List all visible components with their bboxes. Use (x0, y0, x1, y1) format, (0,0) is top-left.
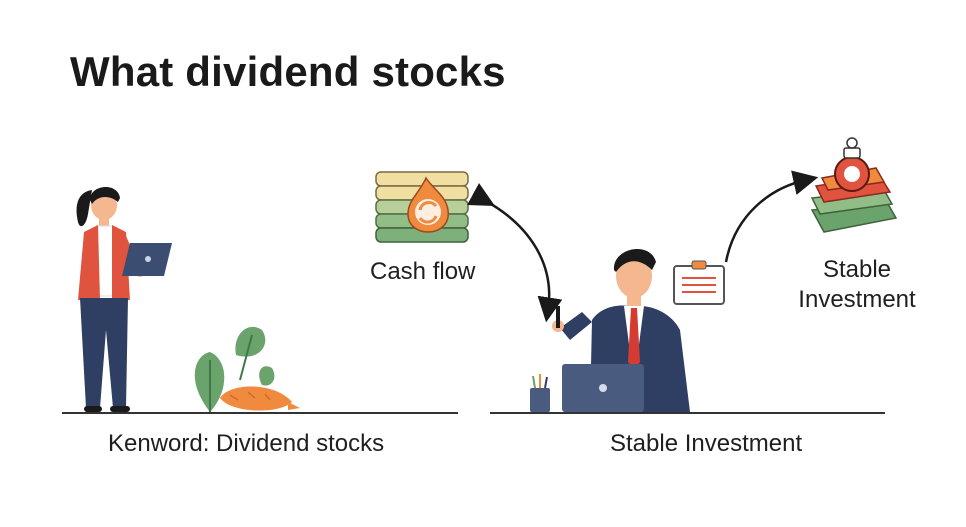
cash-flow-label: Cash flow (370, 258, 476, 285)
woman-figure-icon (76, 186, 172, 412)
investment-stack-icon (810, 137, 898, 233)
plant-icon (194, 326, 275, 412)
pen-cup-icon (530, 374, 550, 412)
laptop-icon (562, 364, 644, 412)
businessman-figure-icon (552, 248, 690, 412)
stable-investment-label: Stable Investment (798, 256, 916, 313)
double-arrow-icon (467, 183, 563, 323)
cash-stack-icon (375, 171, 469, 243)
left-caption: Kenword: Dividend stocks (108, 430, 385, 457)
arrow-up-icon (724, 170, 819, 263)
page-title: What dividend stocks (70, 48, 506, 95)
laptop-icon (122, 243, 172, 276)
carrot-icon (220, 386, 300, 411)
right-caption: Stable Investment (610, 430, 803, 457)
clipboard-icon (673, 260, 725, 305)
